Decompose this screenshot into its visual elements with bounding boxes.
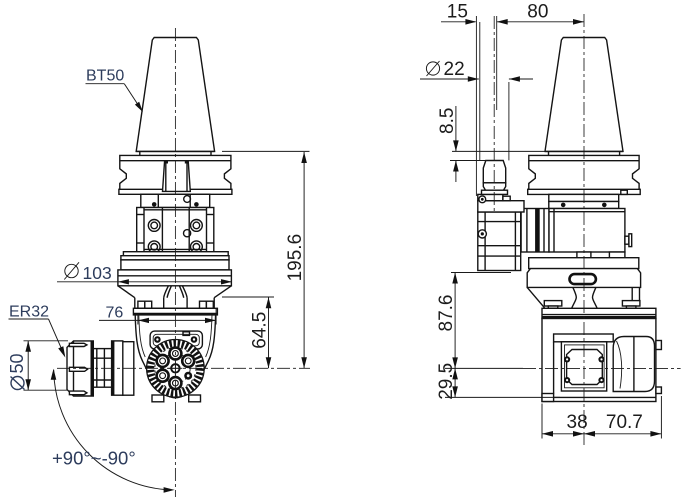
svg-text:ER32: ER32 <box>9 303 49 320</box>
svg-text:15: 15 <box>447 1 468 22</box>
svg-text:29.5: 29.5 <box>436 363 457 400</box>
svg-text:103: 103 <box>83 263 112 283</box>
svg-text:22: 22 <box>444 59 465 80</box>
svg-text:38: 38 <box>567 412 588 433</box>
svg-text:50: 50 <box>7 353 27 373</box>
svg-text:64.5: 64.5 <box>250 312 271 349</box>
svg-text:76: 76 <box>106 305 124 322</box>
svg-text:8.5: 8.5 <box>437 108 458 134</box>
svg-text:87.6: 87.6 <box>436 295 457 332</box>
svg-text:80: 80 <box>527 1 548 22</box>
svg-text:70.7: 70.7 <box>606 412 643 433</box>
svg-text:BT50: BT50 <box>86 68 124 85</box>
svg-text:+90°~-90°: +90°~-90° <box>52 448 136 469</box>
svg-text:195.6: 195.6 <box>285 234 306 282</box>
